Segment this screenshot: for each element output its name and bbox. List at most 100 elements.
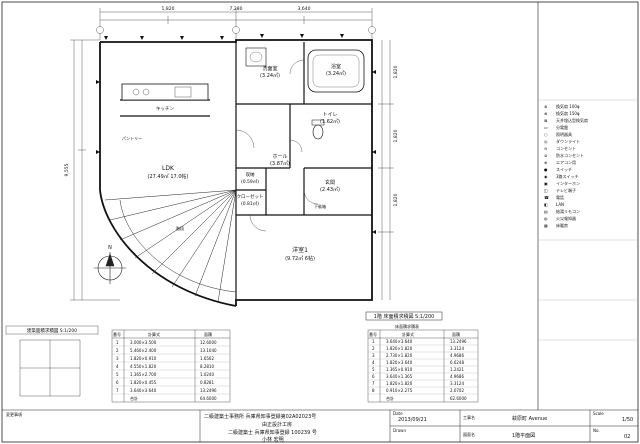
right-dim-1: 1,820 (393, 65, 399, 78)
fan-icon: ⊗ (544, 111, 548, 116)
remote-icon: ▤ (544, 209, 548, 214)
company-name: 由正設計工房 (262, 422, 293, 428)
area-total-label: 合計 (130, 396, 138, 401)
floor-total-label: 合計 (386, 396, 394, 401)
area-row-value: 1.0240 (200, 372, 214, 377)
right-dim-3: 1,820 (393, 193, 399, 206)
floor-row-formula: 1.365×0.910 (386, 367, 413, 372)
drawing-label: 図面名 (463, 432, 475, 437)
area-row-value: 13.1040 (200, 348, 217, 353)
floor-row-value: 6.6248 (450, 360, 464, 365)
phone-icon: ☎ (544, 195, 549, 200)
legend-grid (538, 99, 638, 341)
light-icon: ○ (544, 132, 548, 137)
floor-plan-caption: 1階 床面積求積図 S:1/200 (374, 313, 435, 320)
floor-area-table-title: 床面積求積表 (395, 324, 419, 329)
floor-row-value: 3.3124 (450, 346, 464, 351)
floor-row-formula: 3.640×1.365 (386, 374, 413, 379)
area-row-formula: 1.365×2.700 (130, 372, 157, 377)
room-storage-area: (0.59㎡) (241, 178, 259, 185)
floor-row-no: 1 (372, 339, 375, 344)
three-way-switch-icon: ◉ (544, 174, 548, 179)
legend-item: コンセント (556, 146, 576, 151)
area-table-header-no: 番号 (113, 332, 121, 337)
revision-label: 変更事項 (6, 412, 22, 417)
floor-row-value: 1.2421 (450, 367, 464, 372)
sheet-label: No. (593, 428, 600, 433)
area-row-formula: 3.640×3.640 (130, 388, 157, 393)
floor-row-formula: 1.820×3.640 (386, 360, 413, 365)
bathtub (307, 49, 365, 93)
floor-row-value: 3.3124 (450, 381, 464, 386)
date-label: Date (393, 411, 403, 416)
area-row-value: 0.8281 (200, 380, 214, 385)
switch-icon: ● (544, 167, 548, 172)
aircon-outlet-icon: ⊕ (544, 160, 548, 165)
area-row-no: 3 (116, 356, 119, 361)
kitchen-counter (121, 83, 209, 101)
outlet-icon: ⊖ (544, 146, 548, 151)
kitchen-label: キッチン (156, 106, 174, 112)
lan-icon: ◧ (544, 202, 548, 207)
room-hall-area: (3.87㎡) (270, 160, 290, 167)
shoe-cabinet-label: 下駄箱 (314, 203, 326, 209)
intercom-icon: ▣ (544, 181, 548, 186)
floor-table-header-no: 番号 (369, 332, 377, 337)
project-name: 萩原町 Avenue (512, 416, 548, 422)
room-closet-name: クローゼット (237, 193, 264, 200)
legend-item: スイッチ (556, 167, 572, 172)
area-row-formula: 1.820×0.910 (130, 356, 157, 361)
architect-name: 小林 宏明 (262, 437, 284, 443)
floor-row-no: 4 (372, 360, 375, 365)
sheet-number: 02 (624, 434, 631, 440)
window-markers (96, 34, 376, 234)
legend-item: 3路スイッチ (556, 174, 579, 179)
floor-row-value: 2.0702 (450, 388, 464, 393)
room-western1-name: 洋室1 (292, 246, 308, 254)
door-swings (235, 59, 319, 232)
legend-item: インターホン (556, 181, 580, 186)
architect-registration: 二級建築士 兵庫県知事登録 100239 号 (228, 430, 317, 436)
room-bath-name: 浴室 (331, 63, 341, 70)
scale-label: Scale (593, 411, 604, 416)
grid-markers (96, 26, 376, 34)
area-table-header-formula: 計算式 (148, 332, 160, 337)
room-entrance-name: 玄関 (325, 179, 335, 186)
right-dimension-lines (378, 40, 394, 300)
scale-value: 1/50 (622, 417, 634, 423)
project-label: 工事名 (463, 415, 475, 420)
firm-registration: 二級建築士事務所 兵庫県知事登録第02A02023号 (204, 414, 317, 420)
compass-n-label: N (108, 245, 112, 251)
area-table-header-area: 面積 (204, 332, 212, 337)
title-block (2, 409, 638, 442)
legend-item: ダウンライト (556, 139, 580, 144)
area-row-value: 1.6562 (200, 356, 214, 361)
right-dim-2: 1,820 (393, 129, 399, 142)
date-value: 2013/09/21 (398, 417, 427, 423)
room-bath-area: (3.24㎡) (326, 70, 346, 77)
floor-area-table-rows (368, 344, 478, 395)
washbasin (245, 47, 267, 67)
room-ldk-name: LDK (162, 165, 175, 172)
top-dim-right: 3,640 (298, 6, 311, 12)
floor-row-formula: 2.730×1.820 (386, 353, 413, 358)
legend-item: 床暖房 (556, 223, 568, 228)
top-dim-total: 7,280 (230, 6, 243, 12)
room-ldk-area: (27.49㎡ 17.0帖) (148, 173, 189, 180)
ceiling-fan-icon: ⊠ (544, 118, 548, 123)
left-dim-total: 9,555 (64, 163, 70, 176)
floor-heating-icon: ▦ (544, 223, 548, 228)
floor-table-header-formula: 計算式 (402, 332, 414, 337)
floor-row-no: 5 (372, 367, 375, 372)
room-hall-name: ホール (272, 154, 287, 160)
floor-row-value: 4.9686 (450, 353, 464, 358)
room-closet-area: (0.81㎡) (241, 200, 259, 207)
area-row-formula: 4.550×1.820 (130, 364, 157, 369)
interior-walls (120, 42, 372, 300)
legend-item: 換気扇 150φ (556, 111, 580, 116)
area-row-formula: 3.000×3.500 (130, 340, 157, 345)
legend-item: 照明器具 (556, 132, 572, 137)
building-area-diagram (5, 325, 99, 397)
area-table (111, 329, 231, 403)
